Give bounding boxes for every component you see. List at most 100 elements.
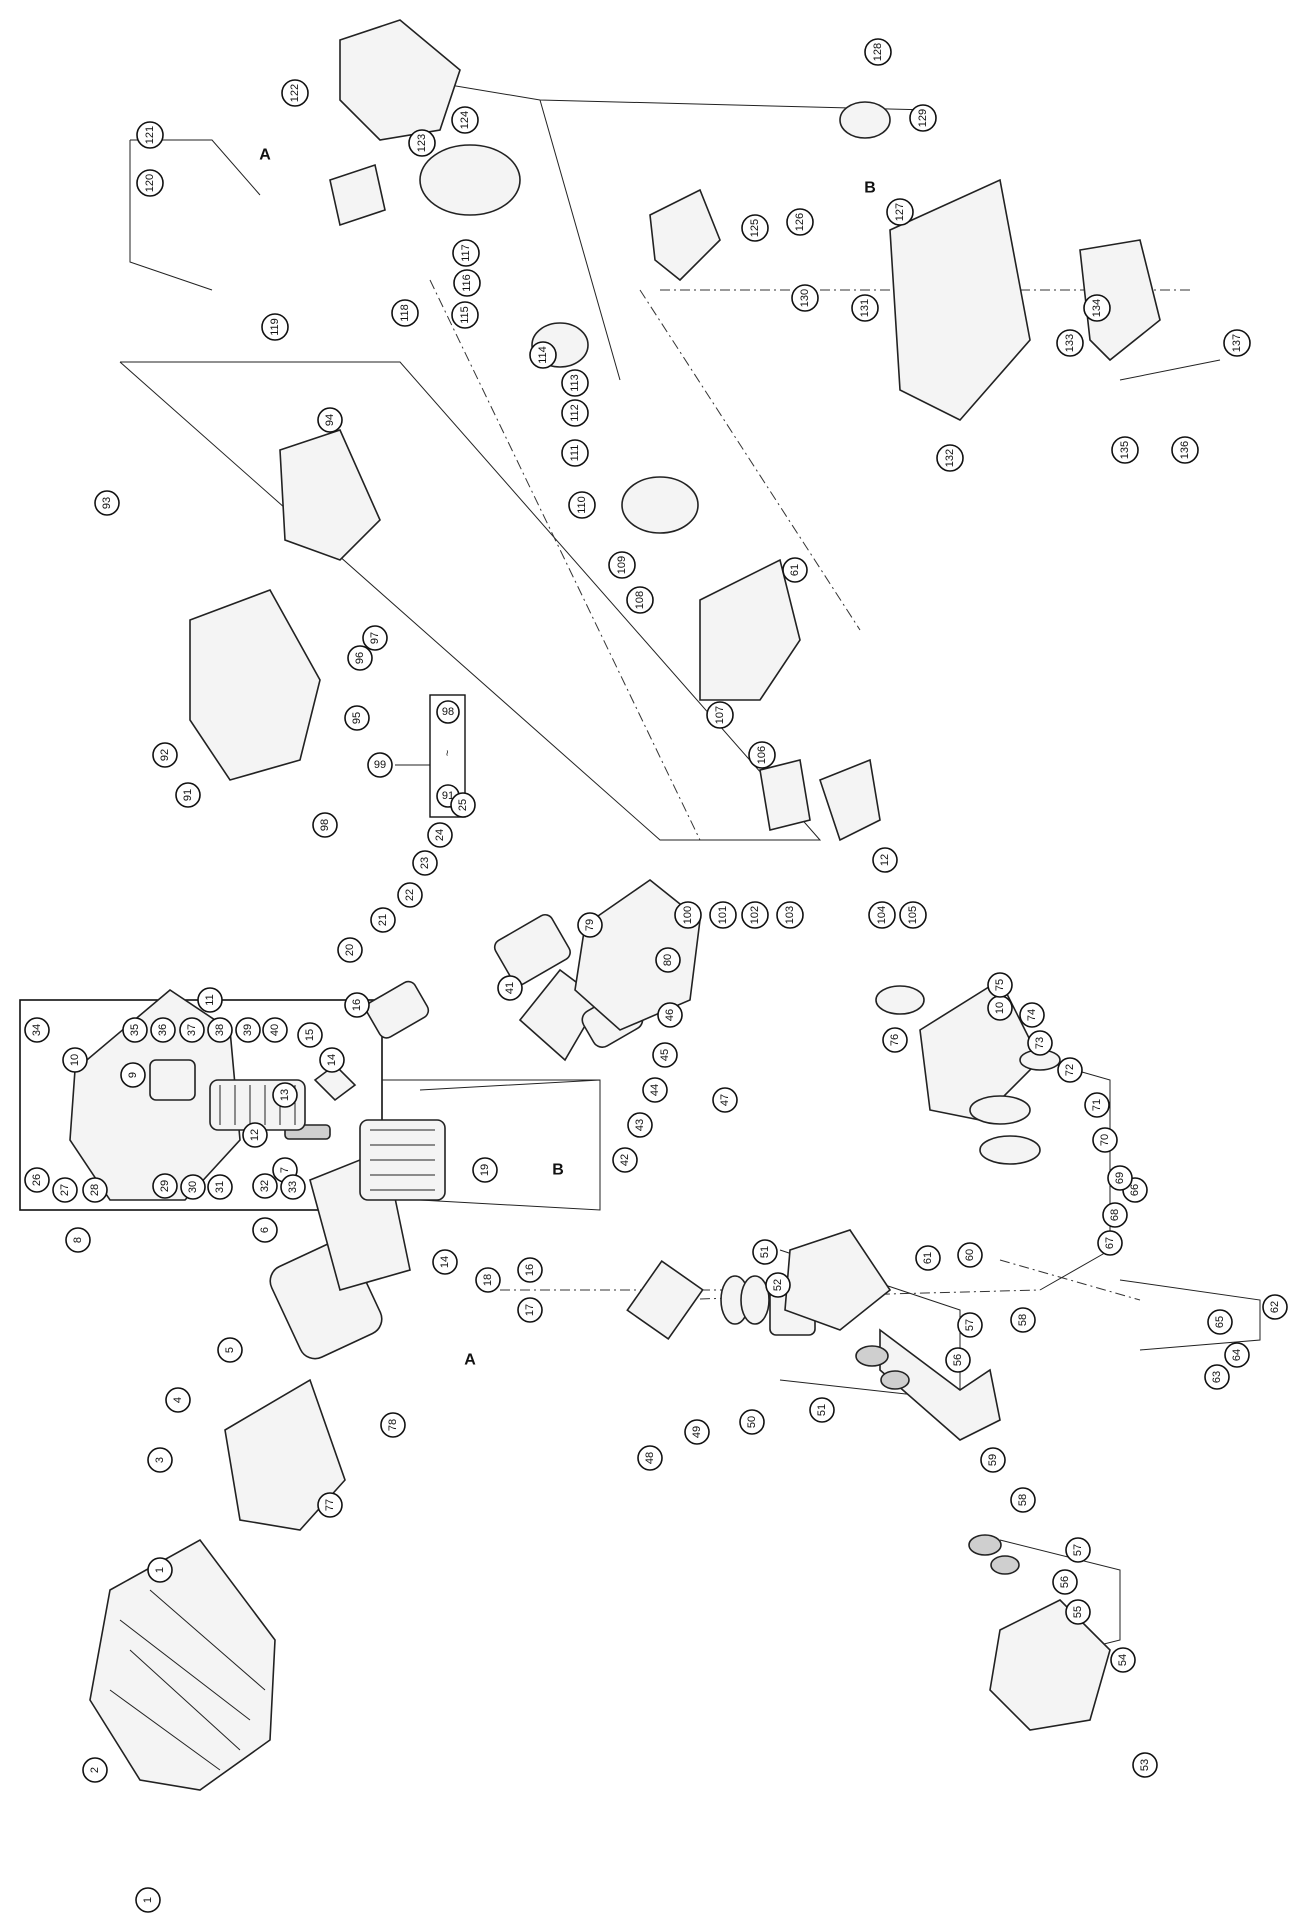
callout-125: 125 (741, 214, 769, 242)
callout-circle (709, 901, 737, 929)
callout-34: 34 (24, 1017, 50, 1043)
callout-circle (52, 1177, 78, 1203)
callout-circle (242, 1122, 268, 1148)
callout-number: 92 (159, 749, 171, 761)
callout-10: 10 (987, 995, 1013, 1021)
callout-circle (741, 901, 769, 929)
callout-number: 21 (377, 914, 389, 926)
svg-text:91: 91 (442, 790, 454, 802)
callout-98: 98 (312, 812, 338, 838)
callout-number: 127 (894, 203, 906, 221)
callout-circle (739, 1409, 765, 1435)
callout-95: 95 (344, 705, 370, 731)
callout-number: 60 (964, 1249, 976, 1261)
clutch-drum-part (621, 476, 699, 534)
callout-number: 70 (1099, 1134, 1111, 1146)
callout-number: 131 (859, 299, 871, 317)
callout-number: 80 (662, 954, 674, 966)
callout-number: 102 (749, 906, 761, 924)
callout-circle (147, 1557, 173, 1583)
callout-number: 11 (204, 994, 216, 1005)
callout-circle (62, 1047, 88, 1073)
callout-24: 24 (427, 822, 453, 848)
callout-number: 115 (459, 306, 471, 324)
bearing-part (855, 1345, 889, 1367)
callout-circle (882, 1027, 908, 1053)
callout-44: 44 (642, 1077, 668, 1103)
callout-4: 4 (165, 1387, 191, 1413)
callout-number: 120 (144, 174, 156, 192)
callout-102: 102 (741, 901, 769, 929)
callout-circle (397, 882, 423, 908)
callout-49: 49 (684, 1419, 710, 1445)
callout-circle (1019, 1002, 1045, 1028)
callout-number: 9 (127, 1072, 139, 1078)
callout-12: 12 (242, 1122, 268, 1148)
callout-53: 53 (1132, 1752, 1158, 1778)
callout-number: 56 (952, 1354, 964, 1366)
callout-120: 120 (136, 169, 164, 197)
callout-circle (412, 850, 438, 876)
callout-circle (936, 444, 964, 472)
connection-letter-b: B (552, 1162, 564, 1179)
callout-circle (915, 1245, 941, 1271)
callout-121: 121 (136, 121, 164, 149)
callout-41: 41 (497, 975, 523, 1001)
callout-110: 110 (568, 491, 596, 519)
callout-56: 56 (1052, 1569, 1078, 1595)
callout-circle (886, 198, 914, 226)
callout-circle (344, 705, 370, 731)
callout-97: 97 (362, 625, 388, 651)
callout-number: 94 (324, 414, 336, 426)
handle-part (1079, 239, 1161, 362)
callout-number: 25 (457, 799, 469, 811)
part-callouts: 1123456789101011121213141415161617181920… (24, 38, 1288, 1913)
callout-number: 27 (59, 1184, 71, 1196)
callout-circle (391, 299, 419, 327)
callout-76: 76 (882, 1027, 908, 1053)
callout-circle (712, 1087, 738, 1113)
callout-circle (786, 208, 814, 236)
callout-circle (980, 1447, 1006, 1473)
callout-circle (674, 901, 702, 929)
callout-number: 16 (524, 1264, 536, 1276)
callout-number: 114 (537, 346, 549, 364)
callout-circle (180, 1174, 206, 1200)
callout-52: 52 (765, 1272, 791, 1298)
callout-9: 9 (120, 1062, 146, 1088)
cylinder-part (359, 1119, 446, 1201)
callout-circle (851, 294, 879, 322)
callout-circle (776, 901, 804, 929)
svg-text:98: 98 (442, 706, 454, 718)
callout-circle (1262, 1294, 1288, 1320)
callout-58: 58 (1010, 1487, 1036, 1513)
callout-74: 74 (1019, 1002, 1045, 1028)
callout-number: 129 (917, 109, 929, 127)
callout-circle (561, 439, 589, 467)
throttle-handle-part (189, 589, 321, 781)
callout-number: 104 (876, 906, 888, 924)
callout-circle (612, 1147, 638, 1173)
callout-number: 118 (399, 304, 411, 322)
callout-circle (24, 1167, 50, 1193)
callout-number: 57 (1072, 1544, 1084, 1556)
callout-circle (765, 1272, 791, 1298)
callout-69: 69 (1107, 1165, 1133, 1191)
callout-129: 129 (909, 104, 937, 132)
kit-range-box: 99 98 ~ 91 (367, 694, 466, 818)
callout-number: 111 (569, 445, 581, 462)
recoil-spring-part (969, 1095, 1031, 1125)
callout-127: 127 (886, 198, 914, 226)
callout-106: 106 (748, 741, 776, 769)
callout-circle (317, 1492, 343, 1518)
callout-circle (475, 1267, 501, 1293)
callout-number: 108 (634, 591, 646, 609)
part-illustrations (69, 19, 1161, 1791)
callout-73: 73 (1027, 1030, 1053, 1056)
callout-number: 42 (619, 1154, 631, 1166)
callout-122: 122 (281, 79, 309, 107)
callout-26: 26 (24, 1167, 50, 1193)
callout-number: 32 (259, 1180, 271, 1192)
callout-37: 37 (179, 1017, 205, 1043)
callout-75: 75 (987, 972, 1013, 998)
